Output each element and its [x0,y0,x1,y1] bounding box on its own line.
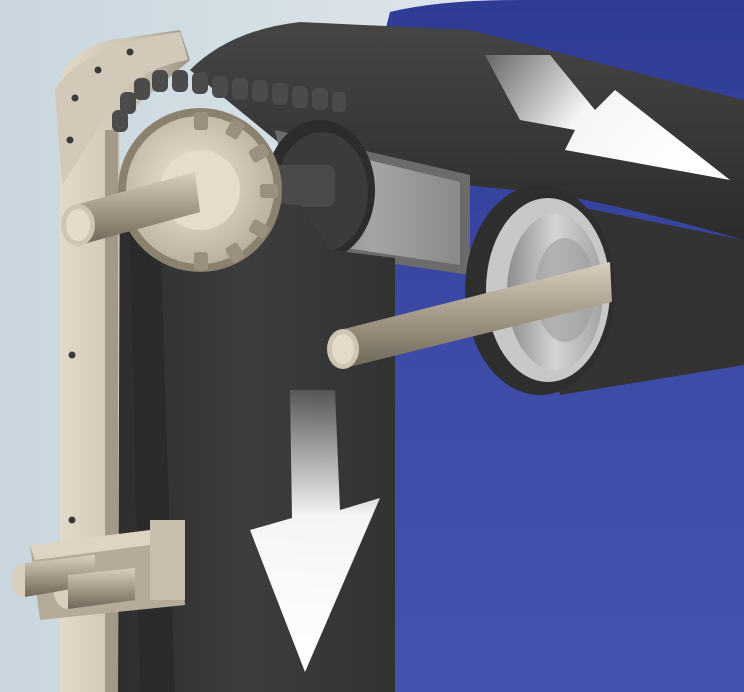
lower-clamp-bracket [11,520,185,620]
bolt-hole [94,66,102,74]
right-axle-shaft [327,262,612,369]
direction-arrow-right [485,55,730,180]
direction-arrow-down [250,390,380,672]
bolt-hole [68,351,76,359]
drive-chain [112,70,346,132]
gear-axle-shaft [61,172,200,246]
bolt-hole [66,136,74,144]
sprocket-gear [118,108,282,272]
bolt-hole [126,48,134,56]
upper-belt-surface [190,22,744,240]
bolt-hole [71,94,79,102]
right-drum-roller [465,185,744,395]
bolt-hole [68,516,76,524]
